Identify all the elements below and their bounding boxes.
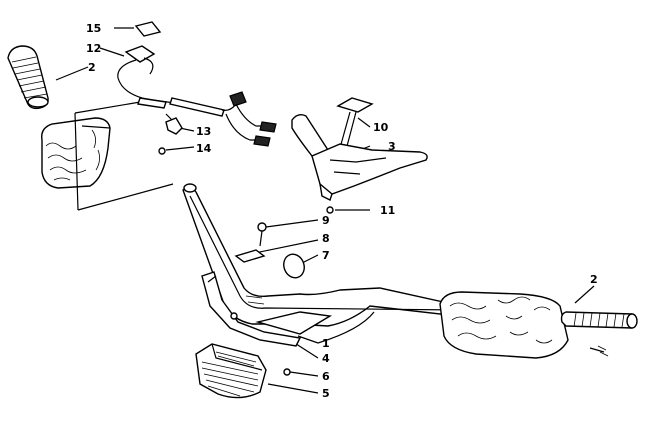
part-4-bracket (201, 271, 333, 347)
callout-2-left: 2 (88, 61, 96, 74)
callout-3: 3 (388, 140, 396, 153)
callout-labels: 1 2 2 3 4 5 6 7 8 9 10 11 12 13 14 15 (86, 22, 598, 400)
part-14-screw (158, 147, 166, 155)
part-10-pad (336, 97, 374, 151)
part-5-riser-block (195, 343, 267, 399)
callout-9: 9 (322, 214, 330, 227)
part-7-clamp (283, 253, 305, 279)
callout-14: 14 (196, 142, 212, 155)
right-grip (560, 311, 638, 329)
left-grip (7, 45, 49, 110)
callout-5: 5 (322, 387, 330, 400)
callout-11: 11 (380, 204, 395, 217)
callout-12: 12 (86, 42, 101, 55)
part-11-nut (326, 206, 334, 214)
callout-6: 6 (322, 370, 330, 383)
callout-13: 13 (196, 125, 211, 138)
callout-2-right: 2 (590, 273, 598, 286)
callout-4: 4 (322, 352, 330, 365)
callout-7: 7 (322, 249, 330, 262)
callout-15: 15 (86, 22, 101, 35)
part-3-cover (291, 113, 428, 201)
callout-10: 10 (373, 121, 389, 134)
part-9-screw (257, 222, 267, 247)
part-13-clip (165, 113, 183, 135)
part-8-plate (234, 249, 266, 263)
part-15-cap (134, 21, 162, 37)
wiring-harness (221, 91, 277, 147)
callout-8: 8 (322, 232, 330, 245)
part-6-screw (283, 368, 291, 376)
part-12-cable (117, 45, 225, 117)
right-control-housing (439, 291, 609, 359)
callout-1: 1 (322, 337, 330, 350)
